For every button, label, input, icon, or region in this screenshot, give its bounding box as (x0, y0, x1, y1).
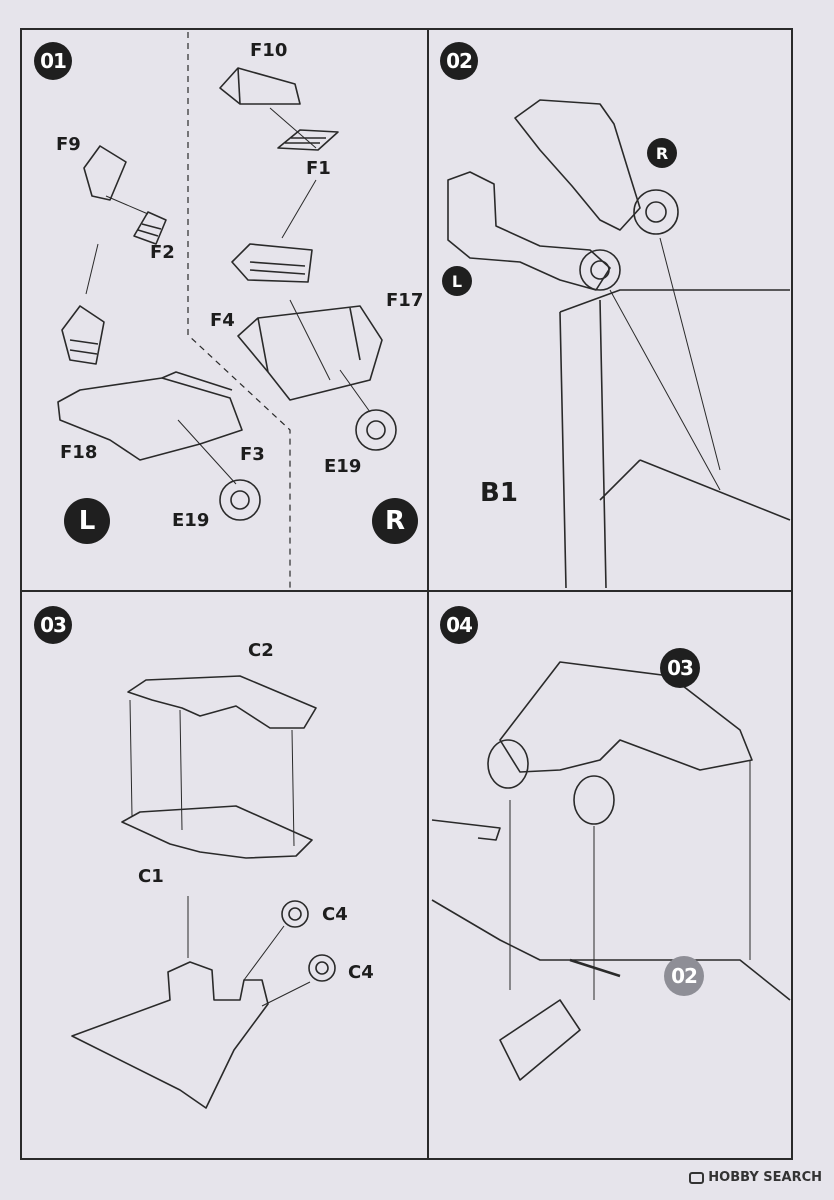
part-label-f9: F9 (56, 134, 81, 155)
left-side-marker-small: L (442, 266, 472, 296)
part-label-c4-bottom: C4 (348, 962, 374, 983)
part-label-f1: F1 (306, 158, 331, 179)
part-label-f10: F10 (250, 40, 288, 61)
part-label-f18: F18 (60, 442, 98, 463)
part-label-f3: F3 (240, 444, 265, 465)
step-number-02: 02 (440, 42, 478, 80)
brand-text: HOBBY SEARCH (708, 1170, 822, 1185)
part-label-f17: F17 (386, 290, 424, 311)
subassembly-ref-03: 03 (660, 648, 700, 688)
brand-watermark: HOBBY SEARCH (689, 1170, 822, 1185)
part-label-c1: C1 (138, 866, 164, 887)
part-label-e19-left: E19 (172, 510, 210, 531)
subassembly-ref-02: 02 (664, 956, 704, 996)
step-number-01: 01 (34, 42, 72, 80)
step-number-03: 03 (34, 606, 72, 644)
part-label-f2: F2 (150, 242, 175, 263)
camera-icon (689, 1171, 705, 1184)
part-label-b1: B1 (480, 478, 518, 508)
right-side-marker: R (372, 498, 418, 544)
part-label-c2: C2 (248, 640, 274, 661)
part-label-f4: F4 (210, 310, 235, 331)
instruction-frame (20, 28, 793, 1160)
part-label-c4-top: C4 (322, 904, 348, 925)
left-side-marker: L (64, 498, 110, 544)
right-side-marker-small: R (647, 138, 677, 168)
step-number-04: 04 (440, 606, 478, 644)
part-label-e19-right: E19 (324, 456, 362, 477)
panel-divider-vertical (427, 28, 429, 1160)
panel-divider-horizontal (20, 590, 793, 592)
